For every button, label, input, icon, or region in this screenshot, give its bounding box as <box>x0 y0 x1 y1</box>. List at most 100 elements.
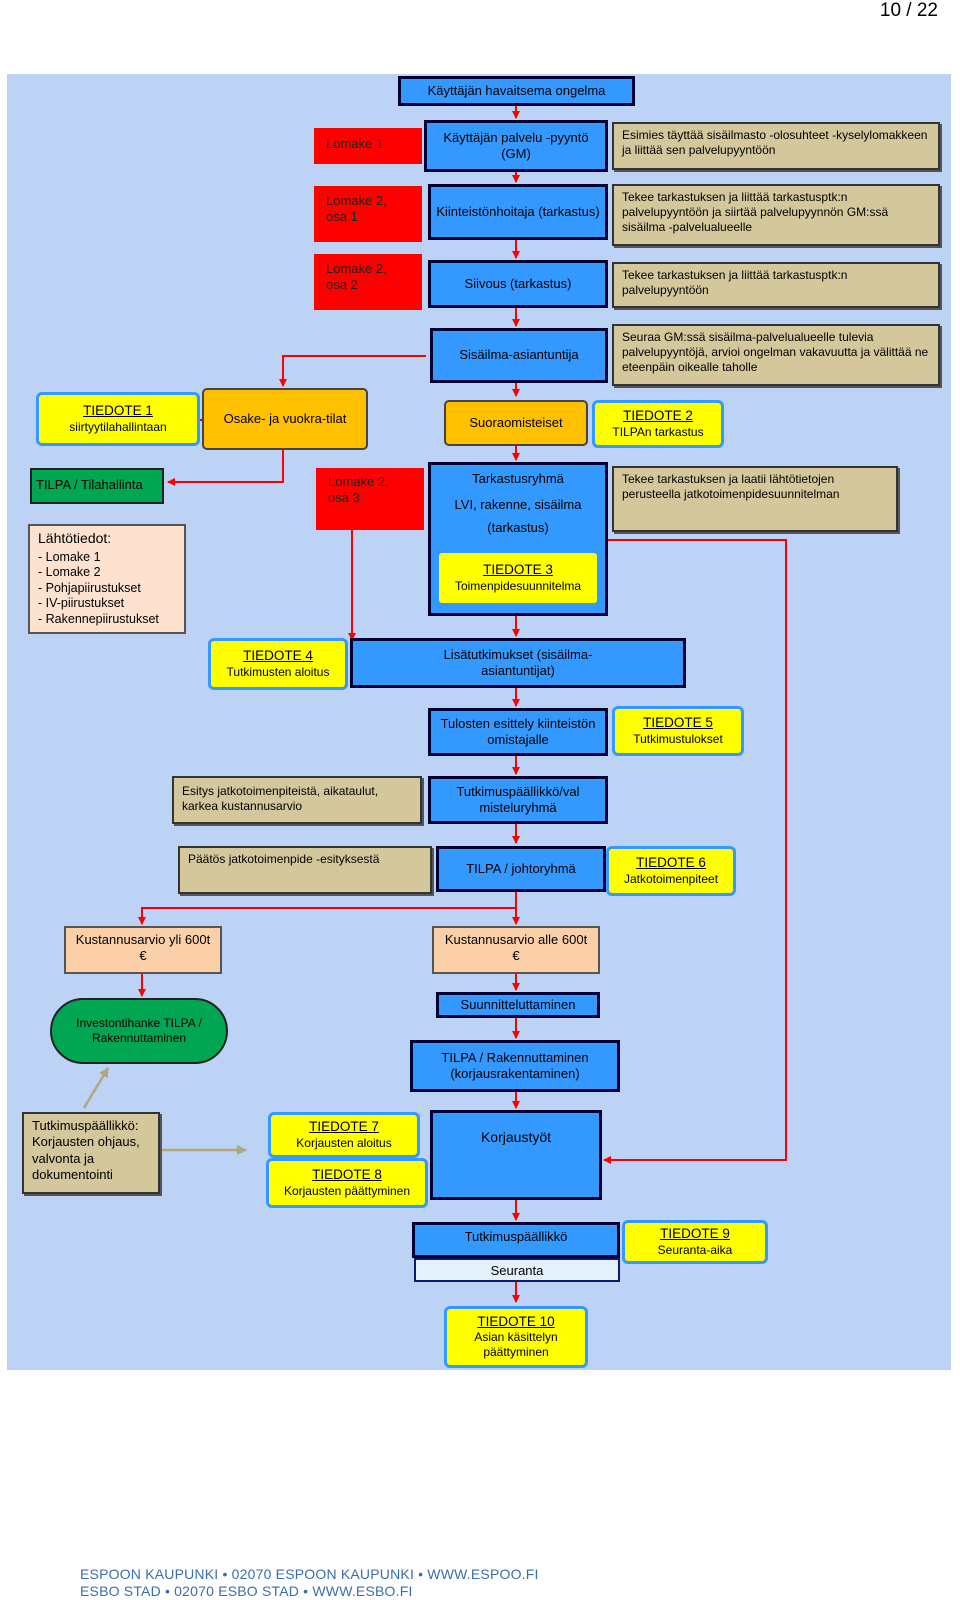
planning-node: Suunnitteluttaminen <box>436 992 600 1018</box>
note-text: Esimies täyttää sisäilmasto -olosuhteet … <box>622 128 928 157</box>
tiedote-title: TIEDOTE 6 <box>636 855 706 871</box>
indoor-air-expert-node: Sisäilma-asiantuntija <box>430 328 608 383</box>
node-label: Kustannusarvio yli 600t € <box>75 932 211 964</box>
lomake-2-osa-1-tag: Lomake 2, osa 1 <box>314 186 422 242</box>
node-label: Suunnitteluttaminen <box>460 996 576 1012</box>
service-request-node: Käyttäjän palvelu -pyyntö (GM) <box>424 120 608 172</box>
tiedote-2: TIEDOTE 2 TILPAn tarkastus <box>592 400 724 448</box>
expert-note: Seuraa GM:ssä sisäilma-palvelualueelle t… <box>612 324 940 386</box>
tiedote-text: Seuranta-aika <box>657 1242 733 1257</box>
note-text: Tutkimuspäällikkö: Korjausten ohjaus, va… <box>32 1118 140 1182</box>
source-data-item: - Lomake 2 <box>38 565 101 580</box>
tiedote-3: TIEDOTE 3 Toimenpidesuunnitelma <box>436 550 600 606</box>
repairs-node: Korjaustyöt <box>430 1110 602 1200</box>
node-label: Käyttäjän havaitsema ongelma <box>427 82 606 98</box>
further-studies-node: Lisätutkimukset (sisäilma-asiantuntijat) <box>350 638 686 688</box>
page-number: 10 / 22 <box>879 0 938 21</box>
investment-project-node: Investontihanke TILPA / Rakennuttaminen <box>50 998 228 1064</box>
note-text: Esitys jatkotoimenpiteistä, aikataulut, … <box>182 784 379 813</box>
construction-node: TILPA / Rakennuttaminen (korjausrakentam… <box>410 1040 620 1092</box>
node-label: Käyttäjän palvelu -pyyntö (GM) <box>443 129 589 161</box>
node-label: Kustannusarvio alle 600t € <box>444 932 588 964</box>
tiedote-text: Korjausten aloitus <box>296 1135 392 1150</box>
node-label: Lomake 2, osa 1 <box>326 193 387 225</box>
tiedote-title: TIEDOTE 9 <box>660 1226 730 1242</box>
property-manager-node: Kiinteistönhoitaja (tarkastus) <box>428 184 608 240</box>
followup-node: Seuranta <box>414 1258 620 1282</box>
arrow-connector <box>82 1067 110 1109</box>
tiedote-title: TIEDOTE 2 <box>623 408 693 424</box>
source-data-item: - IV-piirustukset <box>38 596 125 611</box>
arrow-connector <box>167 450 284 486</box>
node-label: Korjaustyöt <box>480 1129 552 1145</box>
note-text: Päätös jatkotoimenpide -esityksestä <box>188 852 380 866</box>
tiedote-title: TIEDOTE 7 <box>309 1119 379 1135</box>
source-data-item: - Rakennepiirustukset <box>38 612 159 626</box>
node-sublabel: LVI, rakenne, sisäilma <box>454 497 582 513</box>
tiedote-8: TIEDOTE 8 Korjausten päättyminen <box>266 1158 428 1208</box>
node-label: TILPA / Rakennuttaminen (korjausrakentam… <box>441 1049 589 1081</box>
node-label: Tutkimuspäällikkö <box>464 1229 568 1244</box>
node-label: Suoraomisteiset <box>469 414 563 430</box>
supervisor-note: Esimies täyttää sisäilmasto -olosuhteet … <box>612 122 940 170</box>
footer-line: ESPOON KAUPUNKI • 02070 ESPOON KAUPUNKI … <box>80 1566 539 1582</box>
note-text: Tekee tarkastuksen ja liittää tarkastusp… <box>622 268 848 297</box>
page-footer: ESPOON KAUPUNKI • 02070 ESPOON KAUPUNKI … <box>80 1566 539 1600</box>
direct-owned-node: Suoraomisteiset <box>444 400 588 446</box>
user-problem-node: Käyttäjän havaitsema ongelma <box>398 76 635 106</box>
tiedote-text: siirtyytilahallintaan <box>69 419 167 434</box>
property-manager-note: Tekee tarkastuksen ja liittää tarkastusp… <box>612 184 940 246</box>
node-label: Tutkimuspäällikkö/val misteluryhmä <box>456 783 580 815</box>
tiedote-title: TIEDOTE 3 <box>483 562 553 578</box>
node-label: Tarkastusryhmä <box>472 471 564 486</box>
node-label: Seuranta <box>490 1263 544 1278</box>
tiedote-9: TIEDOTE 9 Seuranta-aika <box>622 1220 768 1264</box>
arrow-connector <box>279 355 426 387</box>
note-text: Seuraa GM:ssä sisäilma-palvelualueelle t… <box>622 330 929 374</box>
node-label: Lisätutkimukset (sisäilma-asiantuntijat) <box>443 646 593 678</box>
tilpa-board-node: TILPA / johtoryhmä <box>436 846 606 892</box>
research-manager-note: Tutkimuspäällikkö: Korjausten ohjaus, va… <box>22 1112 160 1194</box>
tiedote-text: Jatkotoimenpiteet <box>623 871 719 886</box>
node-sublabel: (tarkastus) <box>487 519 549 535</box>
lomake-1-tag: Lomake 1 <box>314 128 422 164</box>
tiedote-5: TIEDOTE 5 Tutkimustulokset <box>612 706 744 756</box>
research-manager-group-node: Tutkimuspäällikkö/val misteluryhmä <box>428 776 608 824</box>
source-data-item: - Pohjapiirustukset <box>38 580 141 595</box>
tilpa-space-management-node: TILPA / Tilahallinta <box>30 468 164 504</box>
tiedote-title: TIEDOTE 8 <box>312 1167 382 1183</box>
node-label: Osake- ja vuokra-tilat <box>223 410 347 426</box>
arrow-connector <box>603 539 787 1164</box>
tiedote-4: TIEDOTE 4 Tutkimusten aloitus <box>208 638 348 690</box>
tiedote-10: TIEDOTE 10 Asian käsittelyn päättyminen <box>444 1306 588 1368</box>
proposal-note: Esitys jatkotoimenpiteistä, aikataulut, … <box>172 776 422 824</box>
tiedote-text: Toimenpidesuunnitelma <box>454 578 582 593</box>
tiedote-text: Tutkimustulokset <box>633 731 723 746</box>
research-manager-node: Tutkimuspäällikkö <box>412 1222 620 1258</box>
tiedote-6: TIEDOTE 6 Jatkotoimenpiteet <box>606 846 736 896</box>
lomake-2-osa-2-tag: Lomake 2, osa 2 <box>314 254 422 310</box>
tiedote-text: Asian käsittelyn päättyminen <box>474 1330 558 1360</box>
source-data-item: - Lomake 1 <box>38 549 101 564</box>
node-label: TILPA / Tilahallinta <box>36 477 143 492</box>
node-label: Kiinteistönhoitaja (tarkastus) <box>436 203 600 219</box>
node-label: Lomake 1 <box>326 136 384 151</box>
inspection-note: Tekee tarkastuksen ja laatii lähtötietoj… <box>612 466 898 532</box>
tiedote-text: TILPAn tarkastus <box>612 424 704 439</box>
node-label: Lomake 2, osa 3 <box>328 474 389 506</box>
lomake-2-osa-3-tag: Lomake 2, osa 3 <box>316 468 424 530</box>
note-text: Tekee tarkastuksen ja liittää tarkastusp… <box>622 190 889 234</box>
footer-line: ESBO STAD • 02070 ESBO STAD • WWW.ESBO.F… <box>80 1583 413 1599</box>
note-text: Tekee tarkastuksen ja laatii lähtötietoj… <box>622 472 840 501</box>
owned-rented-spaces-node: Osake- ja vuokra-tilat <box>202 388 368 450</box>
results-presentation-node: Tulosten esittely kiinteistön omistajall… <box>428 708 608 756</box>
node-label: TILPA / johtoryhmä <box>466 860 576 876</box>
node-label: Tulosten esittely kiinteistön omistajall… <box>440 715 596 747</box>
arrow-connector <box>138 892 517 925</box>
cost-over-node: Kustannusarvio yli 600t € <box>64 926 222 974</box>
tiedote-title: TIEDOTE 10 <box>477 1313 555 1329</box>
tiedote-text: Korjausten päättyminen <box>283 1183 411 1198</box>
tiedote-7: TIEDOTE 7 Korjausten aloitus <box>268 1112 420 1158</box>
cost-under-node: Kustannusarvio alle 600t € <box>432 926 600 974</box>
